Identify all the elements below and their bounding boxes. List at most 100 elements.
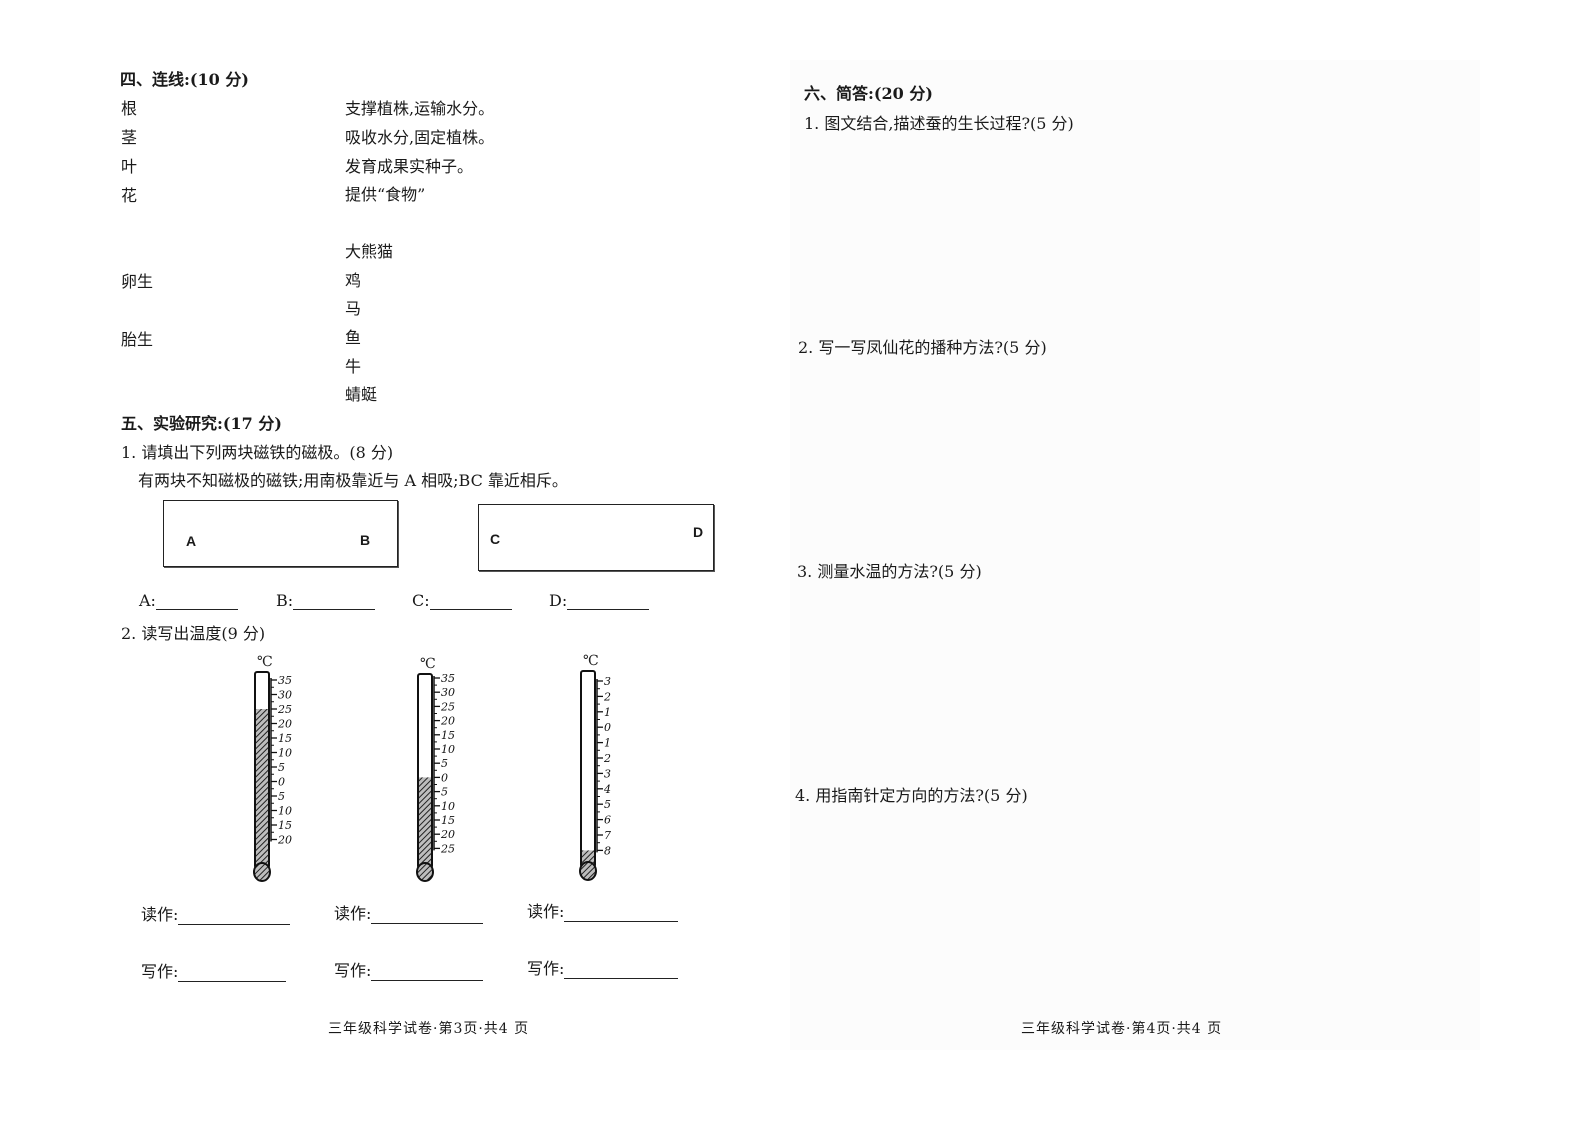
thermometer-tube [580, 670, 596, 868]
thermometer-tick-label: 15 [278, 819, 292, 832]
answer-a-label: A: [139, 591, 156, 610]
thermometer-tick-label: 5 [278, 790, 285, 803]
animal-item: 牛 [345, 357, 362, 376]
answer-b-blank[interactable] [293, 609, 376, 610]
thermometer-tick-label: 7 [604, 829, 611, 842]
write-blank[interactable] [178, 981, 287, 982]
magnet-ab: A B [163, 500, 398, 567]
thermometer-tick-label: 15 [278, 732, 292, 745]
celsius-symbol: ℃ [583, 653, 599, 669]
read-field-1[interactable]: 读作: [141, 901, 291, 925]
read-label: 读作: [141, 905, 179, 924]
pole-d-label: D [693, 524, 704, 540]
thermometer-tick-label: 2 [603, 752, 611, 765]
q1-description: 有两块不知磁极的磁铁;用南极靠近与 A 相吸;BC 靠近相斥。 [138, 471, 568, 490]
pole-a-label: A [186, 533, 197, 549]
read-blank[interactable] [178, 924, 291, 925]
answer-d-label: D: [549, 591, 568, 610]
answer-a-field[interactable]: A: [139, 591, 238, 610]
write-field-1[interactable]: 写作: [141, 958, 287, 982]
thermometer-tick-label: 30 [441, 686, 455, 699]
section4-title: 四、连线:(10 分) [120, 70, 249, 89]
write-label: 写作: [334, 961, 372, 980]
animal-item: 鸡 [345, 271, 362, 290]
answer-d-field[interactable]: D: [549, 591, 650, 610]
thermometer-tick-label: 20 [277, 718, 292, 731]
thermometer-tick-label: 3 [604, 767, 611, 780]
thermometer-tick-label: 2 [603, 690, 611, 703]
question-compass: 4. 用指南针定方向的方法?(5 分) [795, 786, 1028, 805]
animal-item: 鱼 [345, 328, 362, 347]
thermometer-tick-label: 20 [277, 834, 292, 847]
answer-c-field[interactable]: C: [412, 591, 512, 610]
plant-part-flower: 花 [121, 186, 138, 205]
answer-b-field[interactable]: B: [276, 591, 376, 610]
read-label: 读作: [527, 902, 565, 921]
thermometer-tick-label: 5 [441, 757, 448, 770]
write-blank[interactable] [564, 978, 679, 979]
q1-title: 1. 请填出下列两块磁铁的磁极。(8 分) [121, 443, 394, 462]
thermometer-tick-label: 30 [278, 689, 292, 702]
thermometer-tick-label: 20 [440, 828, 455, 841]
write-field-3[interactable]: 写作: [527, 955, 679, 979]
thermometer-tick-label: 25 [440, 700, 455, 713]
section6-title: 六、简答:(20 分) [804, 84, 933, 103]
celsius-symbol: ℃ [257, 654, 273, 670]
answer-c-blank[interactable] [429, 609, 512, 610]
thermometer-liquid [256, 709, 268, 868]
pole-b-label: B [360, 532, 371, 548]
question-water-temperature: 3. 测量水温的方法?(5 分) [797, 562, 982, 581]
read-blank[interactable] [371, 923, 484, 924]
answer-a-blank[interactable] [155, 609, 238, 610]
thermometer-tick-label: 1 [604, 706, 611, 719]
thermometer-bulb [253, 862, 271, 882]
write-blank[interactable] [371, 980, 484, 981]
thermometer-tick-label: 0 [441, 771, 448, 784]
read-field-3[interactable]: 读作: [527, 898, 679, 922]
thermometer-tick-label: 5 [604, 798, 611, 811]
thermometer-bulb [579, 861, 597, 881]
animal-item: 大熊猫 [345, 242, 394, 261]
thermometer-tick-label: 5 [441, 786, 448, 799]
thermometer-tick-label: 20 [440, 715, 455, 728]
right-page-background [790, 60, 1480, 1050]
left-page-footer: 三年级科学试卷·第3页·共4 页 [328, 1021, 530, 1037]
thermometer-tick-label: 15 [441, 814, 455, 827]
read-field-2[interactable]: 读作: [334, 900, 484, 924]
thermometer-tick-label: 4 [603, 783, 611, 796]
write-label: 写作: [527, 959, 565, 978]
write-label: 写作: [141, 962, 179, 981]
reproduction-oviparous: 卵生 [121, 272, 154, 291]
thermometer-tick-label: 6 [604, 814, 611, 827]
thermometer-tick-label: 5 [278, 761, 285, 774]
write-field-2[interactable]: 写作: [334, 957, 484, 981]
thermometer-tick-label: 10 [441, 800, 455, 813]
plant-part-leaf: 叶 [121, 157, 138, 176]
thermometer-bulb [416, 862, 434, 882]
thermometer-tick-label: 35 [441, 672, 455, 685]
read-blank[interactable] [564, 921, 679, 922]
function-item: 发育成果实种子。 [345, 157, 474, 176]
thermometer-tick-label: 1 [604, 737, 611, 750]
right-page-footer: 三年级科学试卷·第4页·共4 页 [1021, 1021, 1223, 1037]
read-label: 读作: [334, 904, 372, 923]
thermometer-tick-label: 8 [604, 844, 611, 857]
function-item: 吸收水分,固定植株。 [345, 128, 495, 147]
magnet-cd: C D [478, 504, 714, 571]
question-balsam-sowing: 2. 写一写凤仙花的播种方法?(5 分) [798, 338, 1047, 357]
reproduction-viviparous: 胎生 [121, 330, 154, 349]
animal-item: 蜻蜓 [345, 385, 378, 404]
plant-part-root: 根 [121, 99, 138, 118]
answer-b-label: B: [276, 591, 294, 610]
answer-d-blank[interactable] [567, 609, 650, 610]
function-item: 支撑植株,运输水分。 [345, 99, 495, 118]
thermometer-tick-label: 10 [441, 743, 455, 756]
thermometer-tick-label: 25 [440, 842, 455, 855]
plant-part-stem: 茎 [121, 128, 138, 147]
thermometer-liquid [419, 777, 431, 868]
pole-c-label: C [490, 531, 501, 547]
section5-title: 五、实验研究:(17 分) [121, 414, 282, 433]
celsius-symbol: ℃ [420, 656, 436, 672]
